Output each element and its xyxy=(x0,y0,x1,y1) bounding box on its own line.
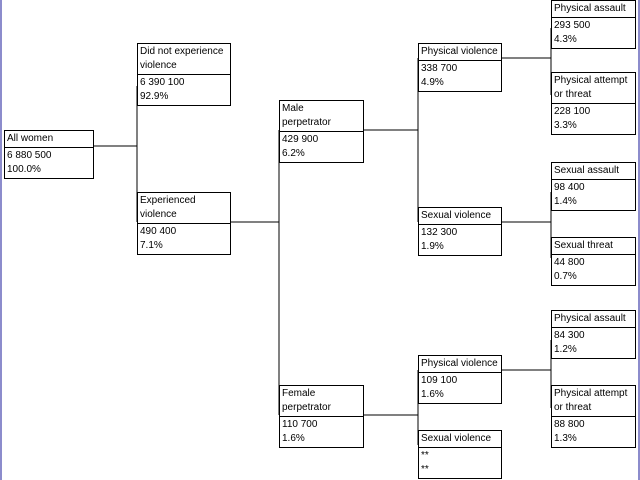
node-count: 44 800 xyxy=(554,257,585,268)
node-label: Sexual violence xyxy=(421,210,492,221)
node-percent: 6.2% xyxy=(282,148,305,159)
node-female-physical-attempt-or-threat: Physical attempt or threat 88 800 1.3% xyxy=(551,385,636,448)
node-percent: 0.7% xyxy=(554,271,577,282)
node-male-sexual-assault: Sexual assault 98 400 1.4% xyxy=(551,162,636,211)
node-label: Sexual assault xyxy=(554,165,620,176)
node-label: Physical assault xyxy=(554,3,626,14)
node-male-perpetrator: Male perpetrator 429 900 6.2% xyxy=(279,100,364,163)
node-count: 490 400 xyxy=(140,226,177,237)
node-count: 429 900 xyxy=(282,134,319,145)
node-count: 228 100 xyxy=(554,106,591,117)
node-percent: 92.9% xyxy=(140,91,169,102)
node-label: Sexual threat xyxy=(554,240,613,251)
node-percent: 1.2% xyxy=(554,344,577,355)
node-female-perpetrator: Female perpetrator 110 700 1.6% xyxy=(279,385,364,448)
node-female-physical-assault: Physical assault 84 300 1.2% xyxy=(551,310,636,359)
node-experienced-violence: Experienced violence 490 400 7.1% xyxy=(137,192,231,255)
node-male-sexual-threat: Sexual threat 44 800 0.7% xyxy=(551,237,636,286)
node-label: Physical violence xyxy=(421,46,498,57)
node-percent: 1.6% xyxy=(282,433,305,444)
node-label: Physical assault xyxy=(554,313,626,324)
node-label: Physical attempt or threat xyxy=(554,388,628,413)
node-label: Physical violence xyxy=(421,358,498,369)
node-male-physical-assault: Physical assault 293 500 4.3% xyxy=(551,0,636,49)
node-percent: 1.9% xyxy=(421,241,444,252)
node-count: 88 800 xyxy=(554,419,585,430)
node-label: Physical attempt or threat xyxy=(554,75,628,100)
node-percent: 7.1% xyxy=(140,240,163,251)
node-count: ** xyxy=(421,450,429,461)
node-percent: ** xyxy=(421,464,429,475)
node-percent: 3.3% xyxy=(554,120,577,131)
node-label: Female perpetrator xyxy=(282,388,331,413)
node-label: Did not experience violence xyxy=(140,46,224,71)
node-percent: 1.3% xyxy=(554,433,577,444)
node-percent: 1.4% xyxy=(554,196,577,207)
node-count: 98 400 xyxy=(554,182,585,193)
node-count: 110 700 xyxy=(282,419,318,430)
node-count: 6 880 500 xyxy=(7,150,52,161)
node-count: 84 300 xyxy=(554,330,585,341)
node-did-not-experience-violence: Did not experience violence 6 390 100 92.… xyxy=(137,43,231,106)
node-percent: 1.6% xyxy=(421,389,444,400)
node-male-physical-attempt-or-threat: Physical attempt or threat 228 100 3.3% xyxy=(551,72,636,135)
node-male-physical-violence: Physical violence 338 700 4.9% xyxy=(418,43,502,92)
node-count: 109 100 xyxy=(421,375,458,386)
node-label: All women xyxy=(7,133,54,144)
node-count: 293 500 xyxy=(554,20,591,31)
node-percent: 4.9% xyxy=(421,77,444,88)
node-count: 132 300 xyxy=(421,227,458,238)
node-all-women: All women 6 880 500 100.0% xyxy=(4,130,94,179)
node-label: Sexual violence xyxy=(421,433,492,444)
node-label: Male perpetrator xyxy=(282,103,331,128)
node-label: Experienced violence xyxy=(140,195,196,220)
node-male-sexual-violence: Sexual violence 132 300 1.9% xyxy=(418,207,502,256)
node-female-physical-violence: Physical violence 109 100 1.6% xyxy=(418,355,502,404)
node-count: 338 700 xyxy=(421,63,458,74)
node-female-sexual-violence: Sexual violence ** ** xyxy=(418,430,502,479)
node-count: 6 390 100 xyxy=(140,77,185,88)
node-percent: 4.3% xyxy=(554,34,577,45)
node-percent: 100.0% xyxy=(7,164,41,175)
